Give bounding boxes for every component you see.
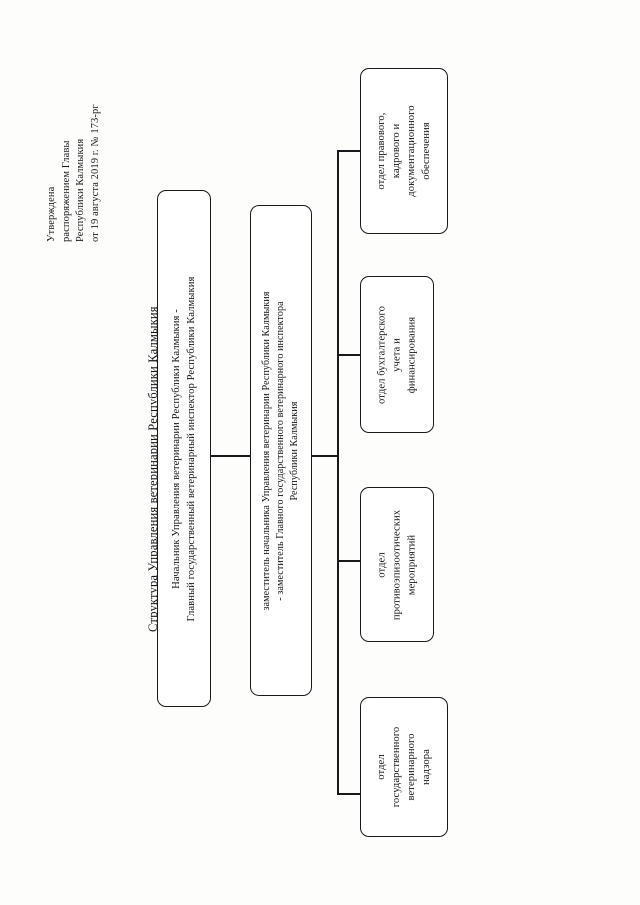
connector-head-to-deputy xyxy=(210,455,251,457)
stamp-line-3: Республики Калмыкия xyxy=(75,138,86,242)
node-deputy-label: заместитель начальника Управления ветери… xyxy=(261,290,300,611)
stamp-line-2: распоряжением Главы xyxy=(60,140,72,242)
stamp-line-1: Утверждена xyxy=(46,186,57,242)
stamp-line-4: от 19 августа 2019 г. № 173-рг xyxy=(89,104,101,242)
node-deputy[interactable]: заместитель начальника Управления ветери… xyxy=(250,205,312,696)
connector-spine-to-dept-epizootic xyxy=(337,560,361,562)
connector-spine xyxy=(337,150,339,794)
connector-spine-to-dept-accounting xyxy=(337,354,361,356)
connector-deputy-to-spine xyxy=(312,455,339,457)
connector-spine-to-dept-supervision xyxy=(337,793,361,795)
connector-spine-to-dept-legal xyxy=(337,150,361,152)
node-head[interactable]: Начальник Управления ветеринарии Республ… xyxy=(157,190,211,707)
node-head-label: Начальник Управления ветеринарии Республ… xyxy=(171,276,197,621)
